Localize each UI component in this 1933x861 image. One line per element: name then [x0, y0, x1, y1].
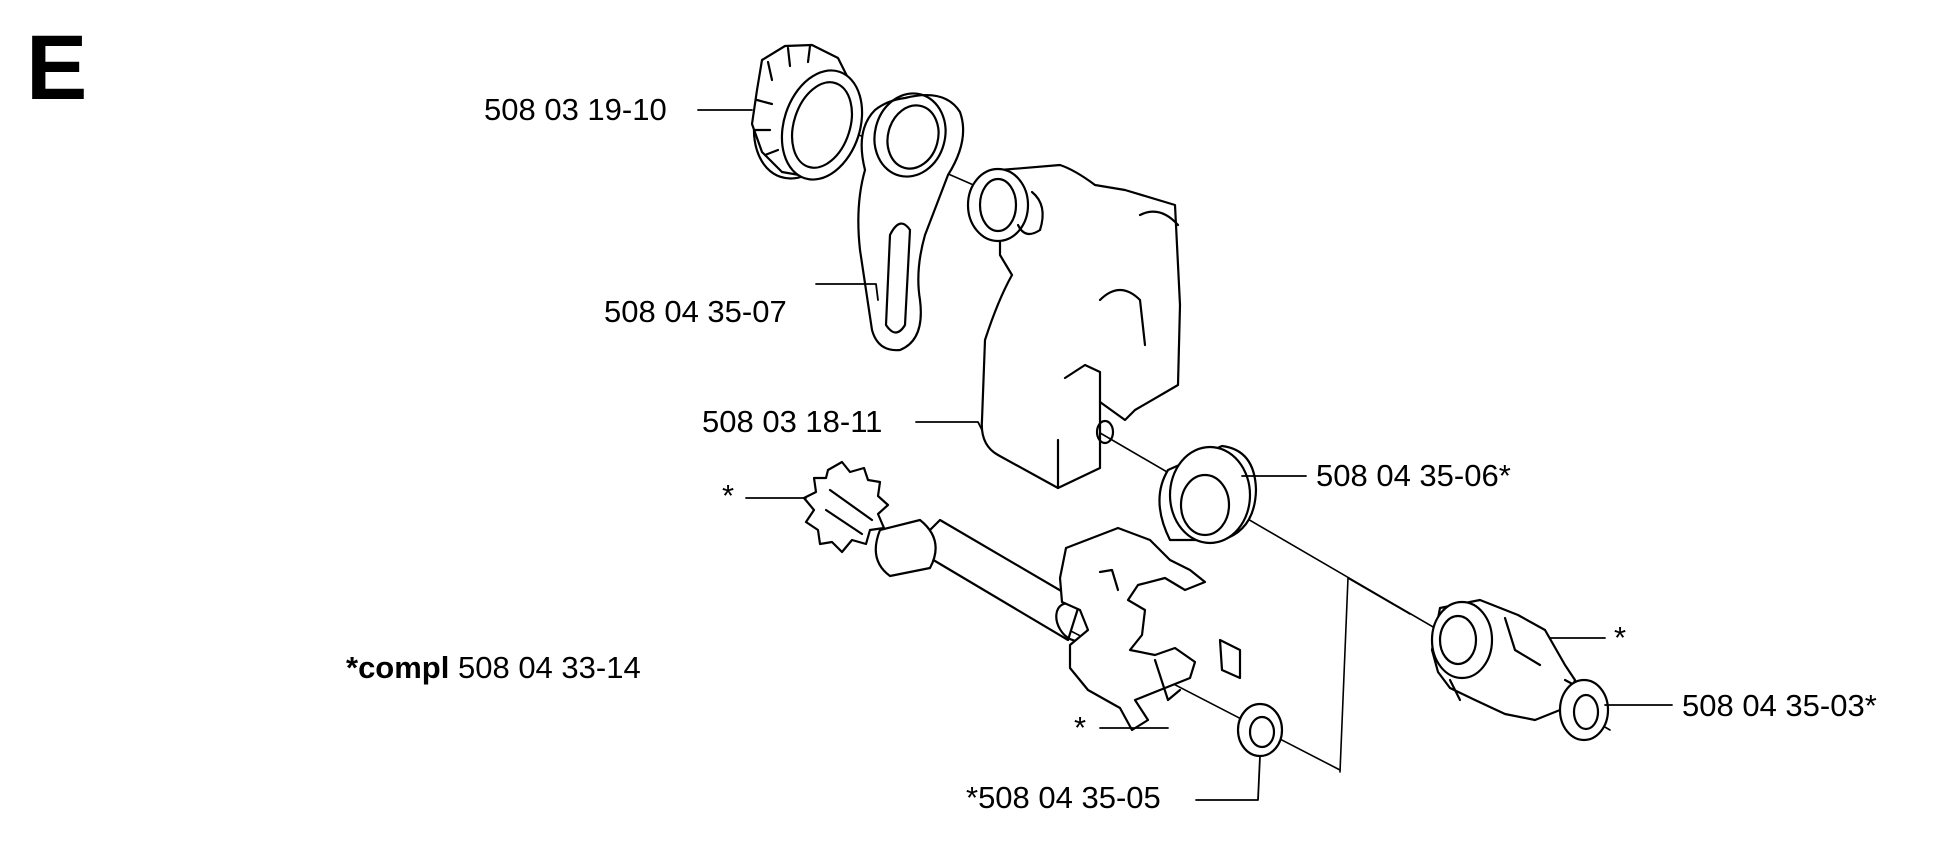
nozzle: [1430, 598, 1592, 722]
assembly-bracket-line: [1339, 577, 1411, 773]
valve-piece: [1058, 526, 1242, 732]
label-nozzle-washer: 508 04 35-03*: [1682, 688, 1877, 723]
label-spline-shaft: *: [722, 478, 735, 513]
label-lever: 508 04 35-07: [604, 294, 787, 329]
nozzle-washer: [1558, 678, 1610, 742]
knurled-cap: [750, 43, 864, 181]
leader-small-washer: [1195, 755, 1261, 801]
valve-body: [966, 163, 1182, 490]
small-washer: [1236, 702, 1284, 758]
leader-body: [915, 421, 983, 431]
label-body: 508 03 18-11: [702, 404, 883, 439]
bushing: [1158, 444, 1258, 545]
leader-lever: [815, 283, 879, 301]
label-small-washer: *508 04 35-05: [966, 780, 1161, 815]
spline-shaft: [802, 460, 1089, 642]
label-bushing: 508 04 35-06*: [1316, 458, 1511, 493]
label-cap: 508 03 19-10: [484, 92, 667, 127]
label-valve: *: [1074, 710, 1087, 745]
label-nozzle: *: [1614, 620, 1627, 655]
assembly-label: *compl 508 04 33-14: [346, 650, 641, 686]
assembly-prefix: *compl: [346, 650, 450, 685]
section-letter: E: [26, 17, 88, 119]
assembly-number: 508 04 33-14: [457, 650, 641, 685]
lever-plate: [857, 92, 965, 352]
